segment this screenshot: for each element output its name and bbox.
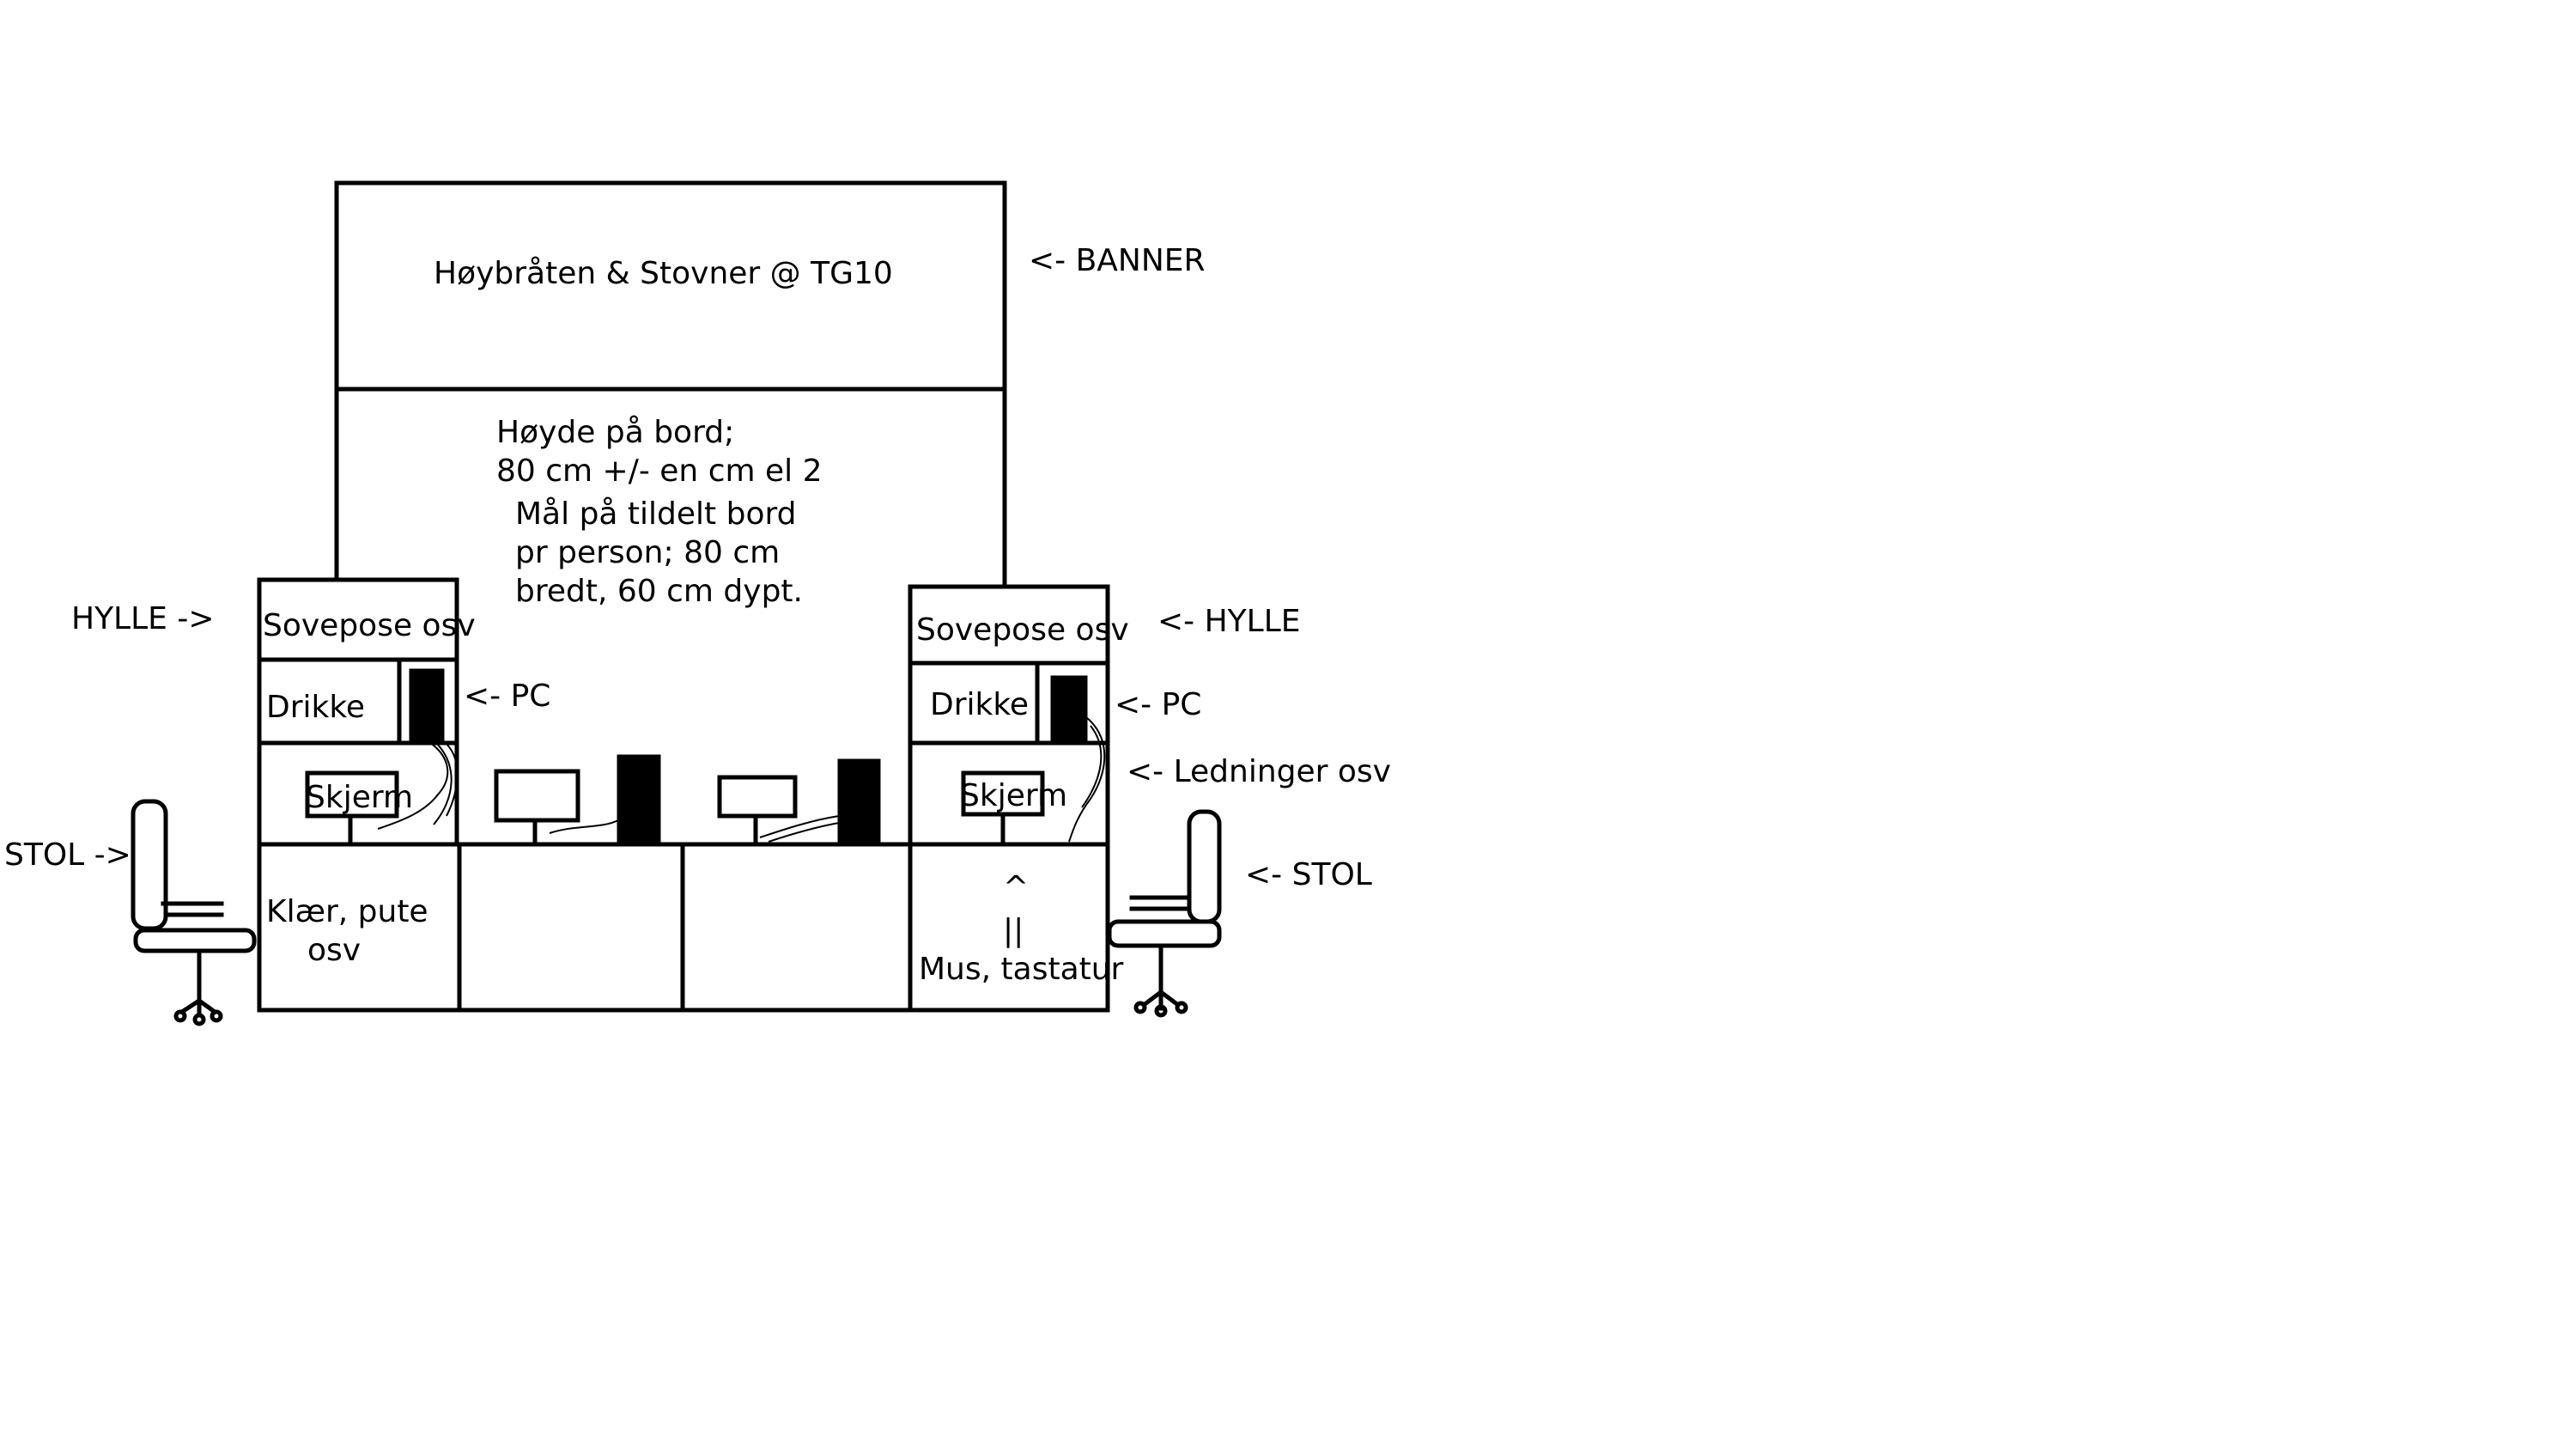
- left-drinks-label: Drikke: [266, 690, 365, 725]
- chair-label-right: <- STOL: [1245, 857, 1372, 892]
- table-height-line2: 80 cm +/- en cm el 2: [496, 454, 823, 489]
- right-cables: [1068, 716, 1106, 843]
- right-shelf-top-label: Sovepose osv: [916, 612, 1129, 648]
- right-arrow-shaft: ||: [1003, 913, 1024, 948]
- table-height-line1: Høyde på bord;: [496, 415, 734, 450]
- shelf-label-left: HYLLE ->: [71, 601, 215, 636]
- banner-title: Høybråten & Stovner @ TG10: [434, 256, 893, 291]
- banner-box: [334, 180, 1007, 392]
- right-screen-label: Skjerm: [960, 778, 1067, 813]
- monitor-icon: [305, 770, 399, 847]
- pc-tower-icon: [837, 758, 881, 846]
- cables-label: <- Ledninger osv: [1127, 754, 1391, 789]
- left-cables: [377, 740, 459, 830]
- chair-icon: [1107, 809, 1222, 1018]
- left-screen-label: Skjerm: [306, 780, 413, 815]
- pc-tower-icon: [1050, 675, 1088, 742]
- table-size-line2: pr person; 80 cm: [515, 535, 780, 570]
- left-shelf-top-label: Sovepose osv: [263, 608, 476, 643]
- desk2-cables: [759, 815, 840, 843]
- right-drinks-label: Drikke: [930, 687, 1029, 722]
- chair-label-left: STOL ->: [4, 837, 131, 873]
- right-arrow-head: ^: [1003, 870, 1029, 905]
- left-bottom-label-line2: osv: [307, 933, 361, 968]
- banner-label: <- BANNER: [1029, 243, 1206, 278]
- shelf-label-right: <- HYLLE: [1157, 604, 1301, 639]
- pc-tower-icon: [617, 754, 661, 846]
- table-size-line1: Mål på tildelt bord: [515, 496, 797, 532]
- right-bottom-label: Mus, tastatur: [919, 952, 1124, 987]
- monitor-icon: [961, 770, 1045, 847]
- right-shelf-unit: [908, 584, 1110, 847]
- pc-label-right: <- PC: [1115, 687, 1201, 722]
- pc-label-left: <- PC: [464, 679, 550, 714]
- monitor-icon: [717, 775, 798, 847]
- pc-tower-icon: [409, 668, 445, 742]
- monitor-icon: [494, 769, 580, 847]
- chair-icon: [131, 799, 257, 1026]
- desk1-cables: [549, 819, 619, 834]
- table-size-line3: bredt, 60 cm dypt.: [515, 574, 803, 609]
- left-bottom-label-line1: Klær, pute: [266, 894, 428, 929]
